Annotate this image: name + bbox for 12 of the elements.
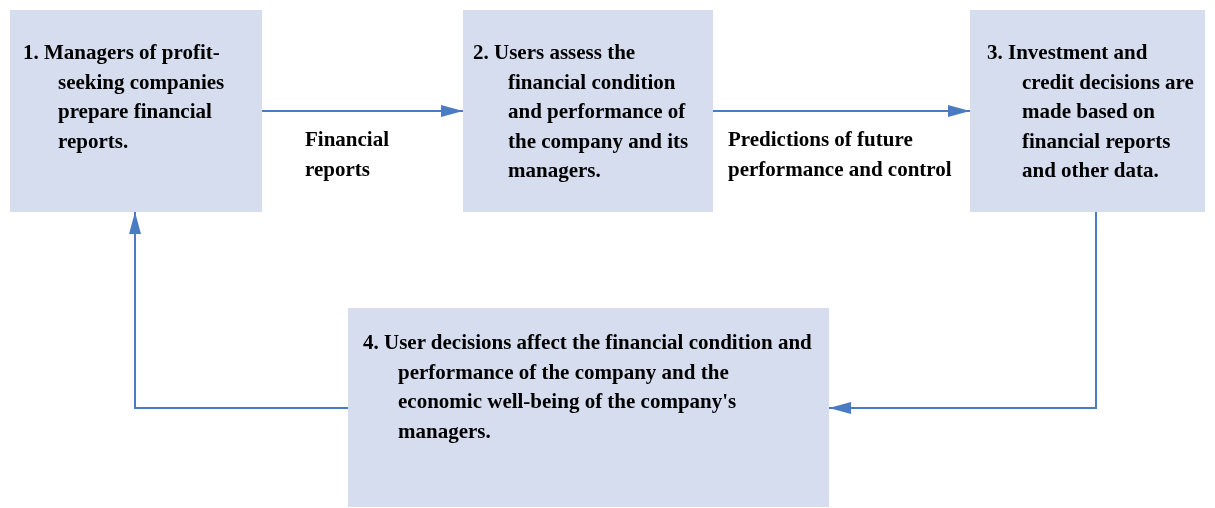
process-box — [463, 10, 713, 212]
step-text: 2. Users assess the financial condition and performance of the company and its managers. — [473, 39, 690, 184]
step-text: 1. Managers of profit-seeking companies prepare financial reports. — [23, 39, 226, 155]
process-box — [348, 308, 829, 507]
process-box — [10, 10, 262, 212]
arrow — [261, 105, 464, 117]
arrow — [828, 211, 1097, 414]
step-text: 4. User decisions affect the financial condition and performance of the company and the economic well-being of the company's managers. — [363, 329, 813, 445]
arrow — [712, 105, 971, 117]
arrow — [129, 211, 349, 409]
process-box — [970, 10, 1205, 212]
step-text: 3. Investment and credit decisions are made based on financial reports and other data. — [987, 39, 1195, 184]
